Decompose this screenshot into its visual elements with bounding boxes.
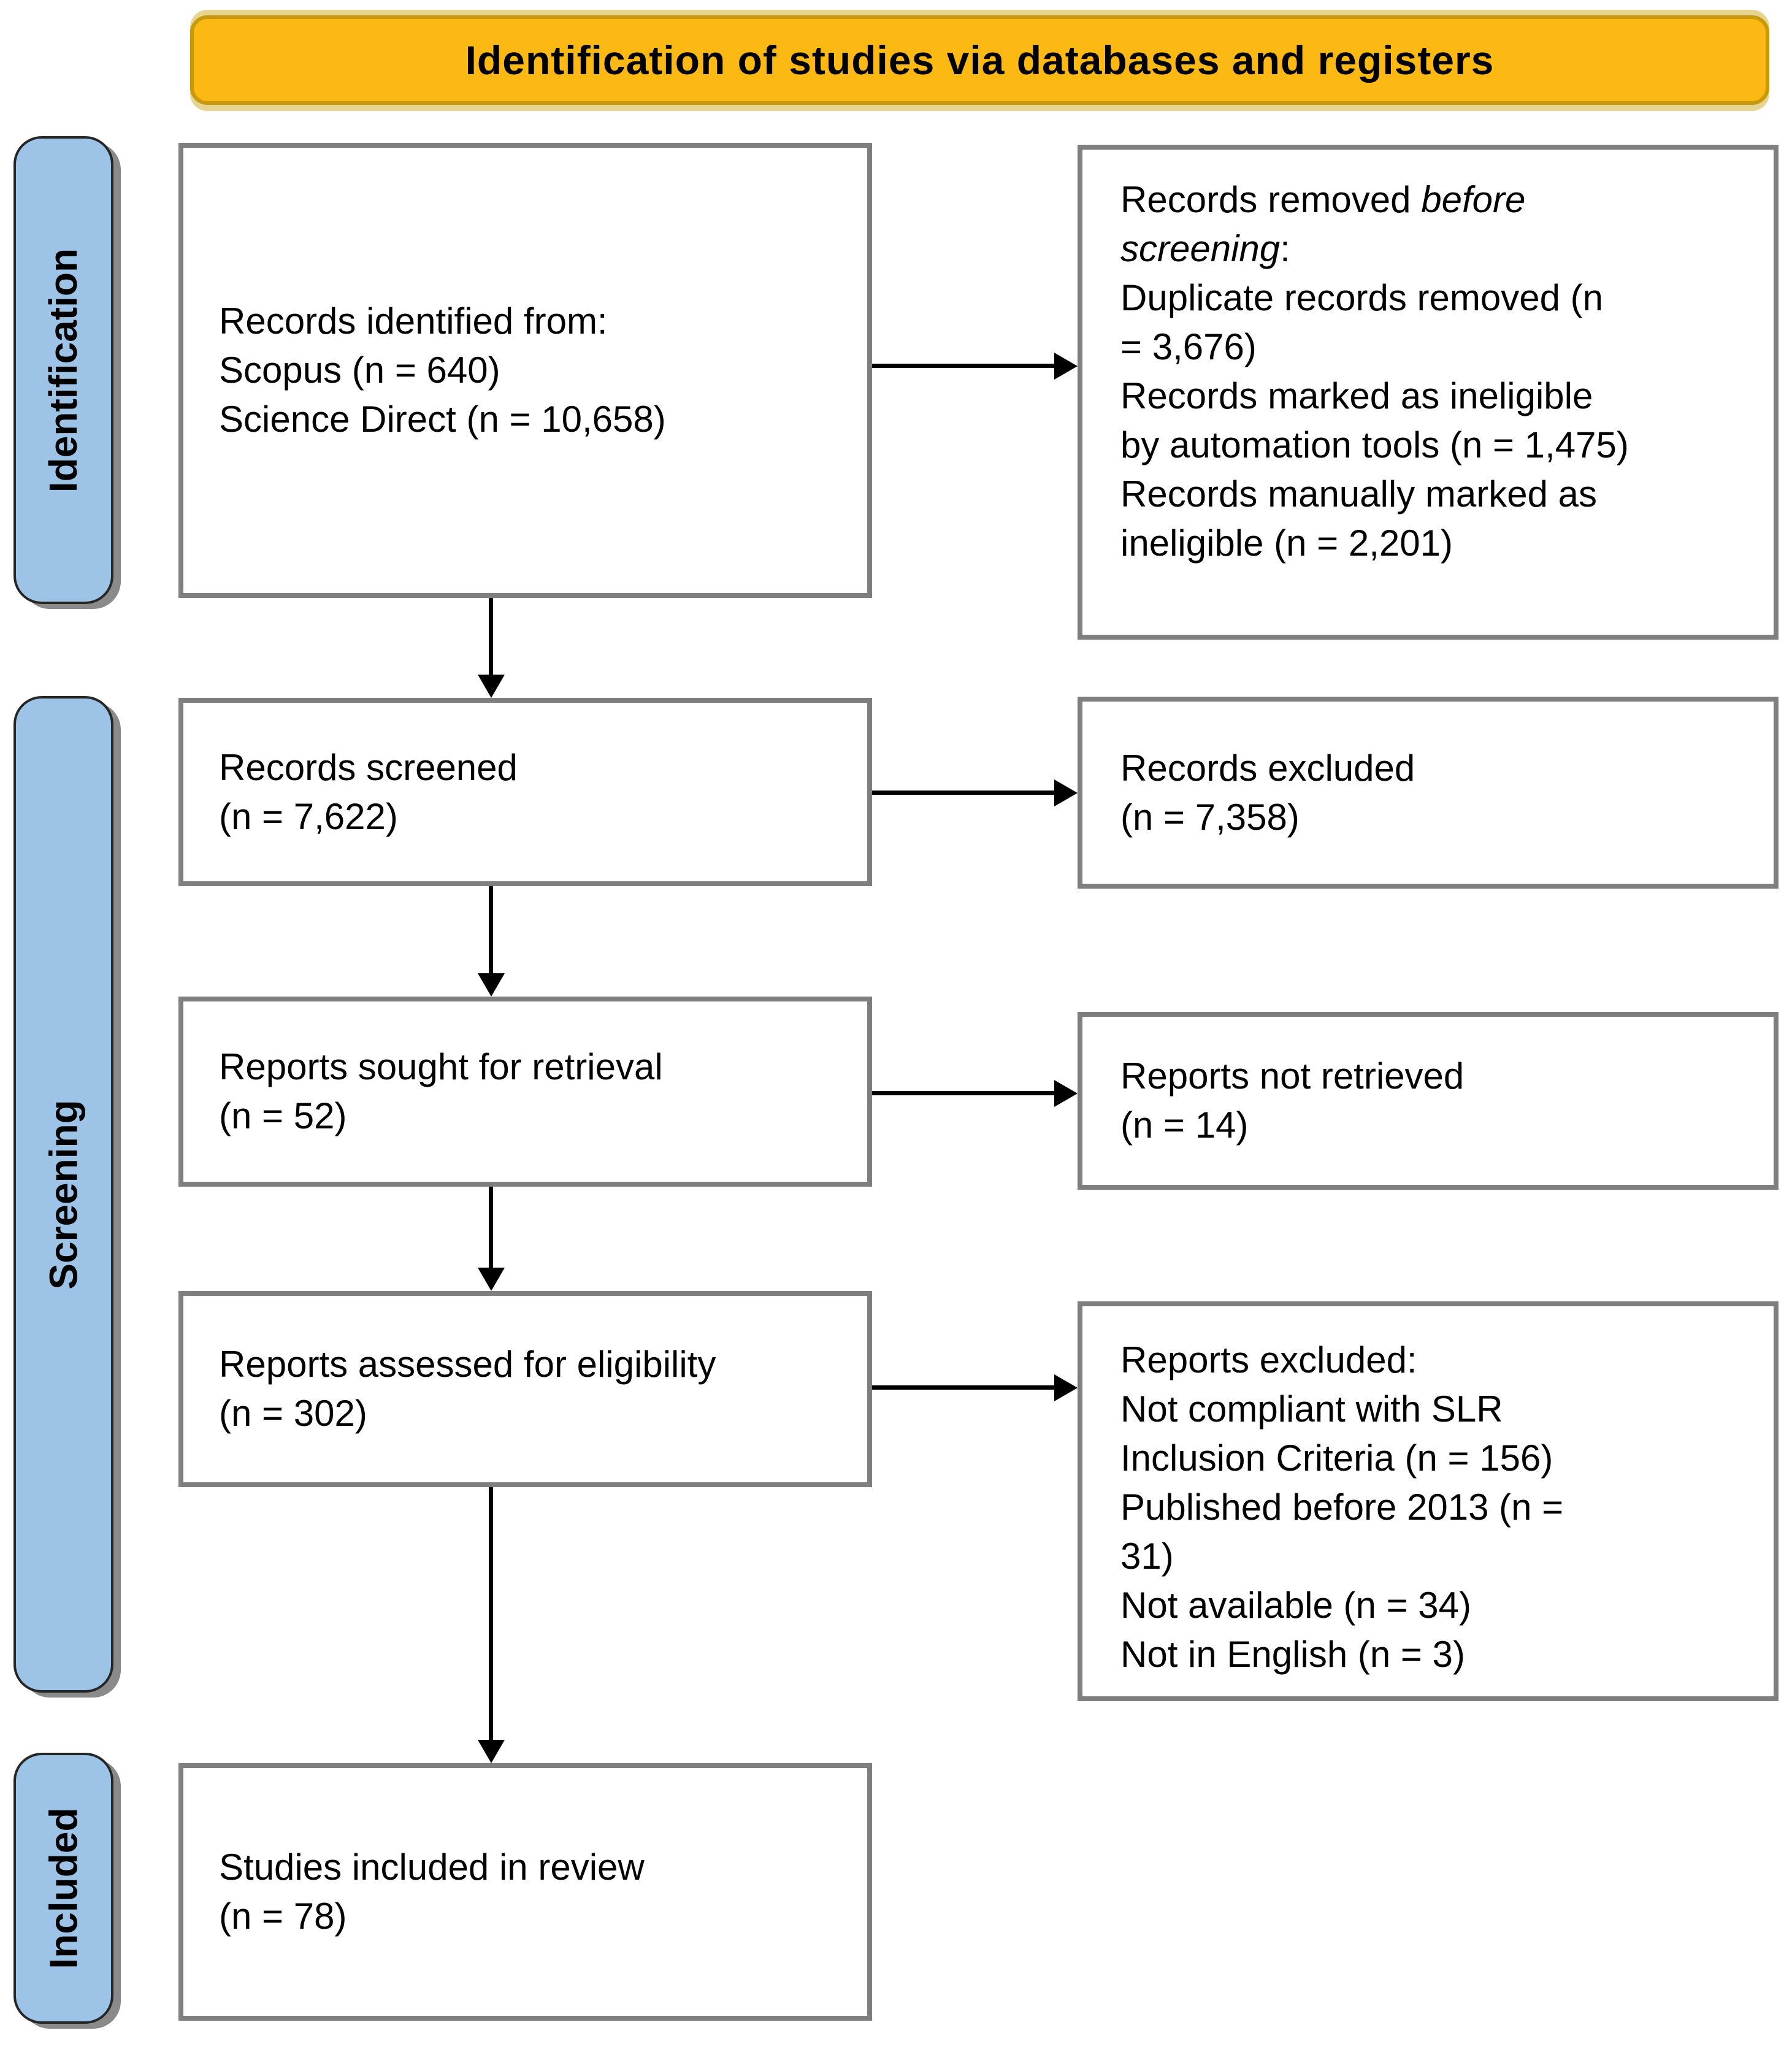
box-records-removed-items: Duplicate records removed (n = 3,676)Rec… — [1120, 274, 1755, 568]
stage-label-identification: Identification — [13, 136, 113, 604]
box-studies-included-line2: (n = 78) — [219, 1896, 347, 1937]
arrow-right-1-line — [872, 364, 1056, 368]
box-records-screened-line1: Records screened — [219, 746, 518, 788]
stage-label-included-text: Included — [41, 1807, 86, 1969]
arrow-right-2-line — [872, 791, 1056, 795]
stage-label-screening: Screening — [13, 696, 113, 1693]
arrow-right-4-line — [872, 1385, 1056, 1390]
list-item: Records manually marked as ineligible (n… — [1120, 473, 1597, 564]
arrow-down-2-line — [489, 886, 493, 974]
box-records-excluded-line1: Records excluded — [1120, 747, 1415, 789]
box-records-removed-lead: Records removed before screening: — [1120, 175, 1623, 274]
box-records-removed: Records removed before screening: Duplic… — [1078, 145, 1779, 640]
banner-title: Identification of studies via databases … — [465, 37, 1495, 83]
box-records-removed-lead-suffix: : — [1280, 228, 1290, 269]
box-studies-included: Studies included in review (n = 78) — [178, 1763, 872, 2021]
arrow-down-2-head — [478, 973, 505, 997]
box-reports-sought-line2: (n = 52) — [219, 1095, 347, 1136]
stage-label-screening-text: Screening — [41, 1099, 86, 1290]
arrow-down-1-line — [489, 598, 493, 676]
arrow-down-3-head — [478, 1268, 505, 1291]
box-reports-assessed-line1: Reports assessed for eligibility — [219, 1344, 716, 1385]
box-reports-assessed-line2: (n = 302) — [219, 1393, 367, 1434]
arrow-down-1-head — [478, 675, 505, 698]
arrow-down-4-line — [489, 1487, 493, 1741]
list-item: Scopus (n = 640) — [219, 350, 500, 391]
box-records-excluded-line2: (n = 7,358) — [1120, 796, 1300, 838]
arrow-right-3-line — [872, 1091, 1056, 1095]
box-reports-excluded-items: Not compliant with SLR Inclusion Criteri… — [1120, 1385, 1755, 1679]
list-item: Not compliant with SLR Inclusion Criteri… — [1120, 1388, 1553, 1479]
box-records-identified-lead: Records identified from: — [219, 301, 608, 342]
box-records-identified-items: Scopus (n = 640) Science Direct (n = 10,6… — [219, 346, 849, 444]
arrow-down-3-line — [489, 1187, 493, 1269]
list-item: Not in English (n = 3) — [1120, 1634, 1465, 1675]
box-records-removed-lead-italic: before screening — [1120, 179, 1526, 269]
stage-label-identification-text: Identification — [41, 248, 86, 492]
list-item: Science Direct (n = 10,658) — [219, 399, 666, 440]
box-records-excluded: Records excluded (n = 7,358) — [1078, 697, 1779, 889]
list-item: Records marked as ineligible by automati… — [1120, 375, 1629, 465]
arrow-right-2-head — [1054, 779, 1078, 806]
box-reports-assessed: Reports assessed for eligibility (n = 30… — [178, 1291, 872, 1487]
arrow-right-3-head — [1054, 1080, 1078, 1107]
box-reports-not-retrieved-line1: Reports not retrieved — [1120, 1055, 1465, 1097]
box-records-screened: Records screened (n = 7,622) — [178, 698, 872, 886]
list-item: Duplicate records removed (n = 3,676) — [1120, 277, 1604, 367]
box-reports-not-retrieved: Reports not retrieved (n = 14) — [1078, 1012, 1779, 1190]
stage-label-included: Included — [13, 1753, 113, 2024]
box-reports-excluded: Reports excluded: Not compliant with SLR… — [1078, 1301, 1779, 1701]
box-records-identified: Records identified from: Scopus (n = 640… — [178, 143, 872, 598]
box-reports-not-retrieved-line2: (n = 14) — [1120, 1104, 1249, 1146]
box-reports-excluded-lead: Reports excluded: — [1120, 1339, 1417, 1380]
arrow-right-4-head — [1054, 1374, 1078, 1401]
arrow-down-4-head — [478, 1740, 505, 1763]
box-records-screened-line2: (n = 7,622) — [219, 795, 398, 837]
banner: Identification of studies via databases … — [190, 15, 1769, 105]
box-reports-sought: Reports sought for retrieval (n = 52) — [178, 997, 872, 1187]
box-records-removed-lead-prefix: Records removed — [1120, 179, 1422, 220]
list-item: Published before 2013 (n = 31) — [1120, 1487, 1564, 1577]
arrow-right-1-head — [1054, 353, 1078, 380]
list-item: Not available (n = 34) — [1120, 1585, 1471, 1626]
box-studies-included-line1: Studies included in review — [219, 1847, 645, 1888]
box-reports-sought-line1: Reports sought for retrieval — [219, 1046, 663, 1087]
